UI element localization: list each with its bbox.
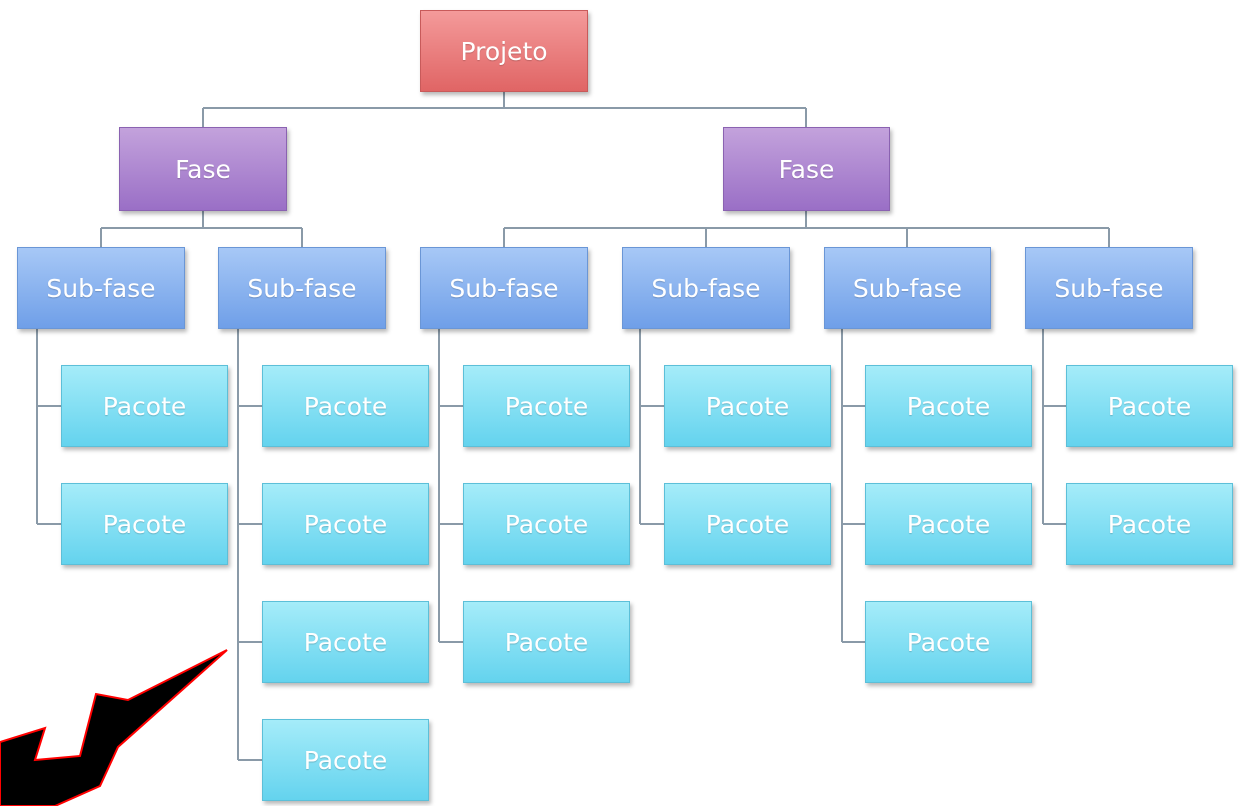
package-node: Pacote [262, 365, 429, 447]
package-node: Pacote [463, 483, 630, 565]
package-node: Pacote [865, 483, 1032, 565]
package-node: Pacote [463, 601, 630, 683]
root-label: Projeto [460, 36, 548, 66]
package-node: Pacote [1066, 365, 1233, 447]
package-label: Pacote [504, 509, 589, 539]
package-label: Pacote [705, 509, 790, 539]
package-node: Pacote [463, 365, 630, 447]
package-node: Pacote [262, 719, 429, 801]
package-node: Pacote [865, 601, 1032, 683]
subphase-label: Sub-fase [449, 273, 559, 303]
package-node: Pacote [262, 483, 429, 565]
subphase-label: Sub-fase [247, 273, 357, 303]
phase-node-2: Fase [723, 127, 890, 211]
package-label: Pacote [303, 627, 388, 657]
subphase-node-1: Sub-fase [17, 247, 185, 329]
phase-label: Fase [778, 154, 835, 184]
phase-label: Fase [175, 154, 231, 184]
package-label: Pacote [303, 509, 388, 539]
phase-node-1: Fase [119, 127, 287, 211]
package-label: Pacote [906, 509, 991, 539]
package-label: Pacote [504, 391, 589, 421]
package-node: Pacote [61, 483, 228, 565]
subphase-label: Sub-fase [651, 273, 761, 303]
subphase-node-6: Sub-fase [1025, 247, 1193, 329]
package-node: Pacote [1066, 483, 1233, 565]
subphase-node-2: Sub-fase [218, 247, 386, 329]
package-label: Pacote [705, 391, 790, 421]
subphase-node-4: Sub-fase [622, 247, 790, 329]
package-node: Pacote [61, 365, 228, 447]
subphase-label: Sub-fase [852, 273, 963, 303]
package-node: Pacote [664, 483, 831, 565]
subphase-label: Sub-fase [1054, 273, 1164, 303]
root-node-projeto: Projeto [420, 10, 588, 92]
package-label: Pacote [906, 391, 991, 421]
package-label: Pacote [906, 627, 991, 657]
package-node: Pacote [262, 601, 429, 683]
package-label: Pacote [303, 391, 388, 421]
package-label: Pacote [102, 509, 187, 539]
package-label: Pacote [504, 627, 589, 657]
package-label: Pacote [102, 391, 187, 421]
package-label: Pacote [1107, 509, 1192, 539]
package-label: Pacote [1107, 391, 1192, 421]
subphase-node-3: Sub-fase [420, 247, 588, 329]
package-label: Pacote [303, 745, 388, 775]
package-node: Pacote [664, 365, 831, 447]
package-node: Pacote [865, 365, 1032, 447]
subphase-label: Sub-fase [46, 273, 156, 303]
subphase-node-5: Sub-fase [824, 247, 991, 329]
